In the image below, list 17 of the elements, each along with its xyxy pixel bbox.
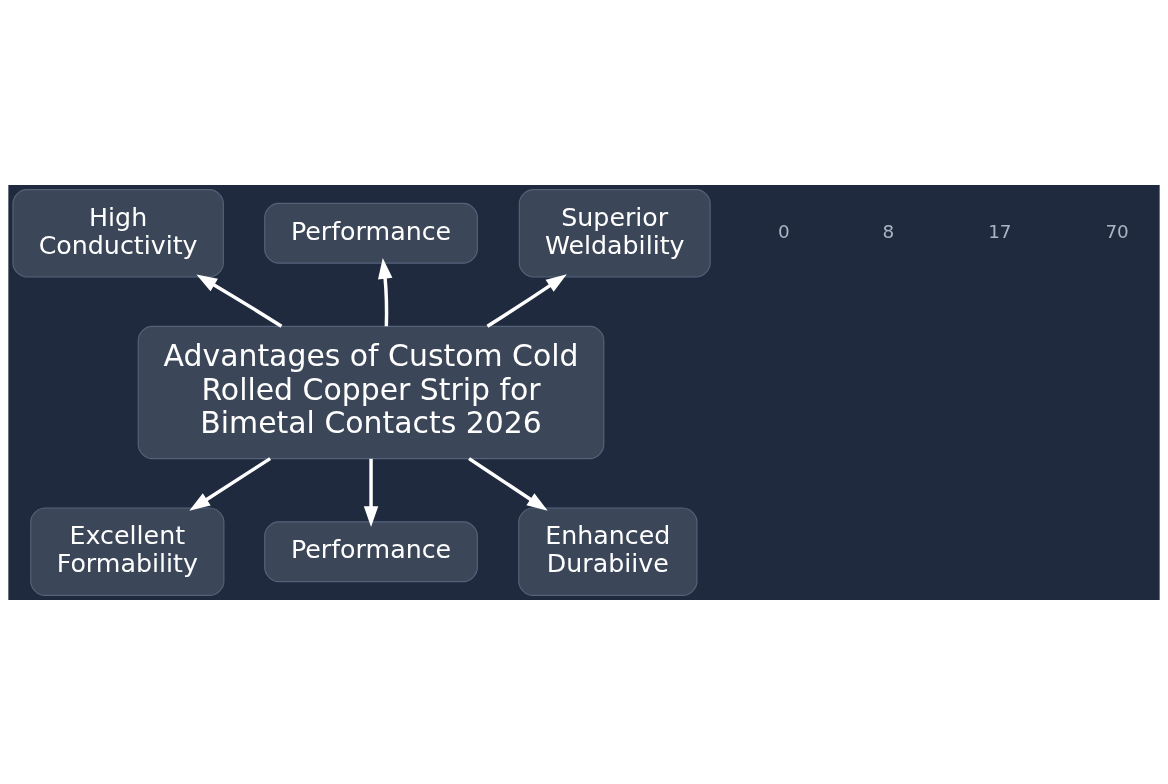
arrow <box>468 456 548 511</box>
label: 17 <box>988 220 1012 242</box>
node-box: Excellent Formability <box>30 506 225 596</box>
arrow <box>378 257 393 326</box>
node-box: Performance <box>264 202 478 264</box>
arrow <box>486 273 567 328</box>
arrow <box>363 458 379 527</box>
node-box: Advantages of Custom Cold Rolled Copper Strip for Bimetal Contacts 2026 <box>137 325 605 459</box>
node-box: Enhanced Durabiive <box>518 506 698 596</box>
node-box: High Conductivity <box>12 188 224 278</box>
label: 8 <box>882 220 895 242</box>
node-box: Superior Weldability <box>518 188 711 278</box>
node-box: Performance <box>264 520 478 582</box>
label: 0 <box>777 220 790 242</box>
arrow <box>196 273 283 328</box>
arrow <box>189 456 272 511</box>
label: 70 <box>1105 220 1129 242</box>
